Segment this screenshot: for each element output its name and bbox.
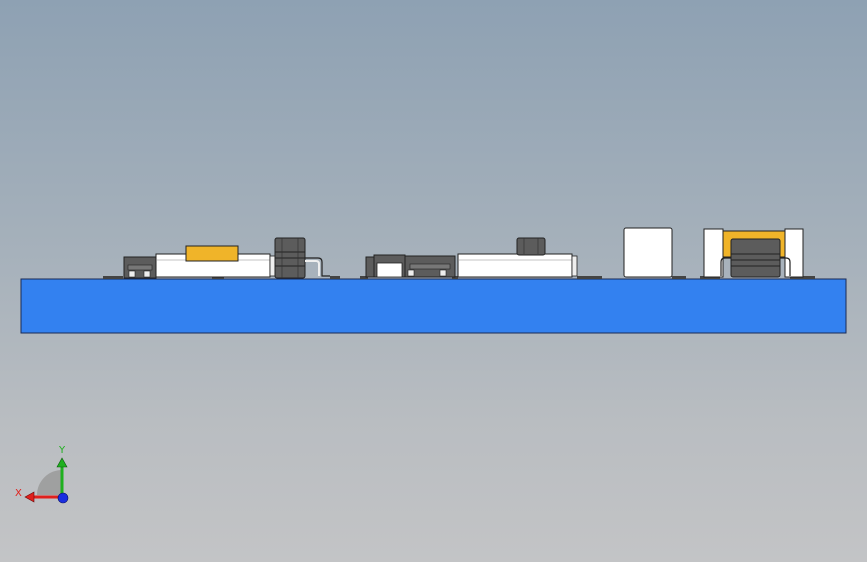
pcb-board[interactable] — [20, 278, 847, 334]
y-axis-label: Y — [58, 445, 66, 456]
component-connector-white[interactable] — [155, 245, 276, 278]
y-axis-arrowhead-icon — [56, 457, 68, 468]
component-white-block[interactable] — [623, 227, 673, 278]
component-module-white[interactable] — [457, 237, 578, 278]
x-axis-label: X — [15, 488, 22, 499]
z-axis-dot-icon — [57, 492, 69, 504]
triad-plane-icon — [37, 470, 62, 495]
x-axis-arrowhead-icon — [24, 491, 35, 503]
component-inductor-1[interactable] — [274, 237, 330, 279]
component-ic-left[interactable] — [123, 256, 157, 279]
coordinate-triad[interactable]: Y X — [10, 440, 80, 515]
component-inductor-right[interactable] — [703, 228, 804, 278]
component-ic-middle[interactable] — [365, 254, 456, 278]
